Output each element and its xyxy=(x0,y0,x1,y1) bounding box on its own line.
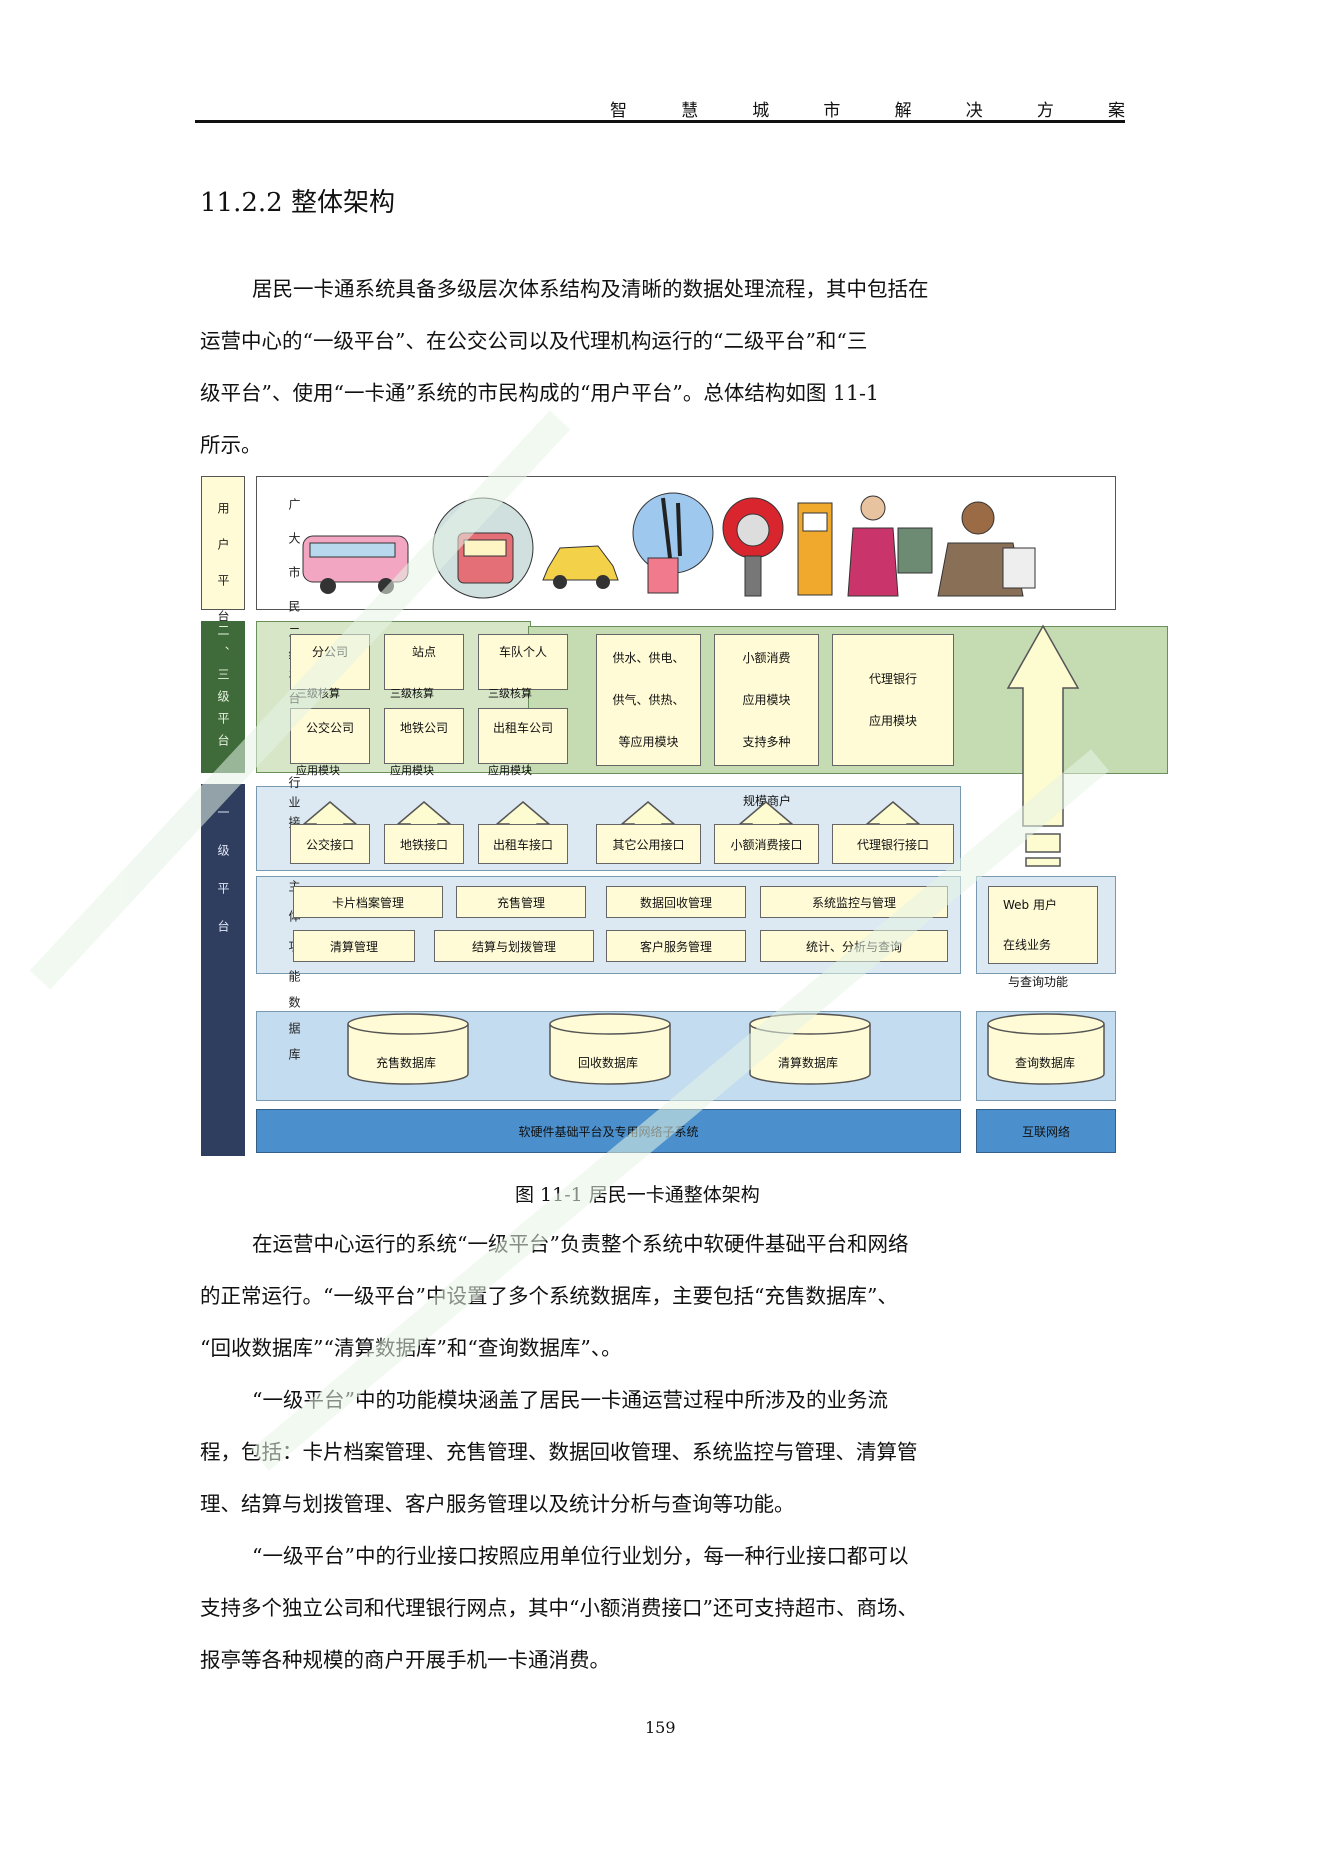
utility-icon xyxy=(632,492,714,594)
section-title: 11.2.2 整体架构 xyxy=(200,188,395,218)
database-cylinders xyxy=(347,1013,1105,1085)
intro-line: 级平台”、使用“一卡通”系统的市民构成的“用户平台”。总体结构如图 11-1 xyxy=(200,381,879,405)
box-line: 供水、供电、 xyxy=(612,651,685,665)
fuel-pump-icon xyxy=(797,502,833,596)
page-number: 159 xyxy=(645,1718,676,1737)
db-recovery: 回收数据库 xyxy=(578,1056,639,1070)
figure-caption: 图 11-1 居民一卡通整体架构 xyxy=(515,1184,760,1206)
box-line: 小额消费 xyxy=(742,651,791,665)
box-line: 代理银行 xyxy=(868,672,917,686)
db-query: 查询数据库 xyxy=(1015,1056,1076,1070)
box-line: 应用模块 xyxy=(742,693,791,707)
intro-paragraph: 居民一卡通系统具备多级层次体系结构及清晰的数据处理流程，其中包括在 运营中心的“… xyxy=(200,263,1040,471)
intro-line: 居民一卡通系统具备多级层次体系结构及清晰的数据处理流程，其中包括在 xyxy=(252,277,929,301)
body-line: 理、结算与划拨管理、客户服务管理以及统计分析与查询等功能。 xyxy=(200,1492,795,1516)
intro-line: 所示。 xyxy=(200,433,262,457)
header-char: 慧 xyxy=(681,101,699,121)
db-clearing: 清算数据库 xyxy=(778,1056,839,1070)
header-char: 解 xyxy=(894,101,912,121)
parking-meter-icon xyxy=(722,497,784,597)
architecture-diagram: 用户平台 二、三级平台 一级平台 广大市民 xyxy=(198,476,1168,1156)
box-line: 等应用模块 xyxy=(618,735,679,749)
agent-bank-module-box: 代理银行应用模块 xyxy=(832,634,954,766)
box-label: 互联网络 xyxy=(1021,1124,1070,1139)
header-char: 决 xyxy=(965,101,983,121)
body-line: 程，包括：卡片档案管理、充售管理、数据回收管理、系统监控与管理、清算管 xyxy=(200,1440,918,1464)
body-line: 支持多个独立公司和代理银行网点，其中“小额消费接口”还可支持超市、商场、 xyxy=(200,1596,918,1620)
utilities-module-box: 供水、供电、供气、供热、等应用模块 xyxy=(596,634,701,766)
header-char: 城 xyxy=(752,101,770,121)
body-line: 报亭等各种规模的商户开展手机一卡通消费。 xyxy=(200,1648,610,1672)
intro-line: 运营中心的“一级平台”、在公交公司以及代理机构运行的“二级平台”和“三 xyxy=(200,329,868,353)
body-line: 在运营中心运行的系统“一级平台”负责整个系统中软硬件基础平台和网络 xyxy=(252,1232,909,1256)
base-platform-bar: 软硬件基础平台及专用网络子系统 xyxy=(256,1109,961,1153)
header-char: 案 xyxy=(1107,101,1125,121)
header-char: 市 xyxy=(823,101,841,121)
running-header: 智慧城市解决方案 xyxy=(195,96,1125,122)
box-line: 供气、供热、 xyxy=(612,693,685,707)
box-label: 软硬件基础平台及专用网络子系统 xyxy=(518,1124,699,1139)
body-line: “回收数据库”“清算数据库”和“查询数据库”、。 xyxy=(200,1336,622,1360)
header-char: 方 xyxy=(1036,101,1054,121)
micro-payment-module-box: 小额消费应用模块支持多种 xyxy=(714,634,819,766)
body-line: “一级平台”中的功能模块涵盖了居民一卡通运营过程中所涉及的业务流 xyxy=(252,1388,888,1412)
body-line: 的正常运行。“一级平台”中设置了多个系统数据库，主要包括“充售数据库”、 xyxy=(200,1284,898,1308)
office-worker-icon xyxy=(937,501,1036,597)
box-line: 应用模块 xyxy=(868,714,917,728)
cashier-icon xyxy=(847,495,933,597)
box-line: 支持多种 xyxy=(742,735,791,749)
header-char: 智 xyxy=(610,101,627,121)
body-text: 在运营中心运行的系统“一级平台”负责整个系统中软硬件基础平台和网络的正常运行。“… xyxy=(200,1218,1040,1686)
header-rule xyxy=(195,120,1125,123)
internet-bar: 互联网络 xyxy=(976,1109,1116,1153)
db-recharge: 充售数据库 xyxy=(376,1056,437,1070)
body-line: “一级平台”中的行业接口按照应用单位行业划分，每一种行业接口都可以 xyxy=(252,1544,909,1568)
